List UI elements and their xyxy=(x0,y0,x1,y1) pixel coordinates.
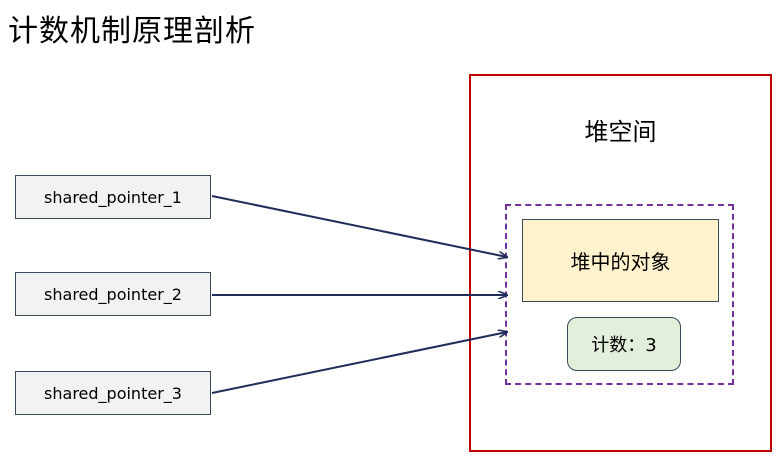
heap-space-frame xyxy=(469,74,772,452)
shared-pointer-1-box: shared_pointer_1 xyxy=(15,175,211,219)
arrow-pointer-1 xyxy=(211,195,507,257)
heap-object: 堆中的对象 xyxy=(522,219,719,302)
heap-space-label: 堆空间 xyxy=(584,118,657,146)
shared-pointer-3-box: shared_pointer_3 xyxy=(15,371,211,415)
arrow-pointer-3 xyxy=(211,332,507,394)
page-title: 计数机制原理剖析 xyxy=(8,14,256,49)
reference-count: 计数：3 xyxy=(567,317,681,371)
shared-pointer-2-box: shared_pointer_2 xyxy=(15,272,211,316)
